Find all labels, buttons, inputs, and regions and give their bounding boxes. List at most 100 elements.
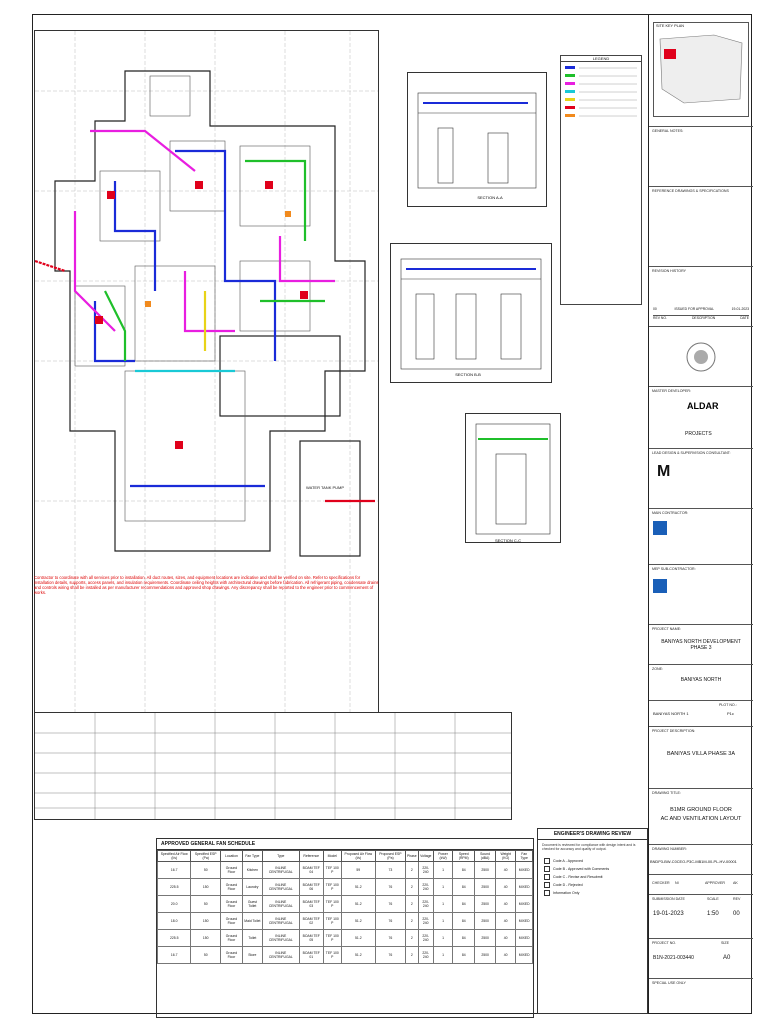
main-contractor-label: MAIN CONTRACTOR:	[652, 511, 689, 515]
legend-panel: LEGEND	[560, 55, 642, 305]
table-cell: 76	[374, 878, 406, 896]
table-cell: 76	[374, 912, 406, 930]
table-cell: 220-240	[417, 912, 434, 930]
table-cell: 220-240	[417, 929, 434, 947]
table-cell: 2500	[474, 929, 497, 947]
table-cell: INLINE CENTRIFUGAL	[261, 878, 300, 896]
table-cell: MIXED	[515, 895, 533, 913]
table-cell: Maid Toilet	[241, 912, 263, 930]
table-cell: 51.2	[340, 929, 376, 947]
table-cell: 18.0	[156, 912, 192, 930]
review-code-option[interactable]: Information Only	[544, 890, 641, 897]
table-cell: Ground Floor	[220, 895, 243, 913]
checkbox-icon[interactable]	[544, 866, 550, 873]
table-cell: 84	[452, 861, 476, 879]
checkbox-icon[interactable]	[544, 858, 550, 865]
mep-contractor-logo-icon	[653, 579, 667, 593]
consultant-section: LEAD DESIGN & SUPERVISION CONSULTANT: M	[649, 448, 753, 508]
table-cell: 84	[452, 946, 476, 964]
main-contractor-section: MAIN CONTRACTOR:	[649, 508, 753, 564]
table-cell: TEF 100 P	[322, 861, 342, 879]
review-code-option[interactable]: Code B - Approved with Comments	[544, 866, 641, 873]
key-plan-map	[659, 34, 743, 104]
revision-desc: ISSUED FOR APPROVAL	[674, 307, 714, 311]
checkbox-icon[interactable]	[544, 890, 550, 897]
table-cell: 16.7	[156, 946, 192, 964]
table-cell: 40	[495, 861, 517, 879]
table-cell: 150	[190, 912, 222, 930]
table-cell: 40	[495, 946, 517, 964]
table-cell: 40	[495, 878, 517, 896]
fan-schedule-header-cell: Proposed Air Flow (l/s)	[340, 850, 376, 862]
table-cell: TEF 100 P	[322, 946, 342, 964]
review-code-option[interactable]: Code C - Revise and Resubmit	[544, 874, 641, 881]
drawing-title-line-1: B1MR GROUND FLOOR	[670, 807, 732, 813]
table-cell: 2	[404, 878, 419, 896]
table-cell: INLINE CENTRIFUGAL	[261, 912, 300, 930]
table-cell: 225.5	[156, 878, 192, 896]
table-cell: 2500	[474, 878, 497, 896]
mep-contractor-section: MEP SUB-CONTRACTOR:	[649, 564, 753, 624]
revision-no-header: REV NO.	[653, 316, 667, 320]
table-cell: 2	[404, 895, 419, 913]
table-cell: INLINE CENTRIFUGAL	[261, 895, 300, 913]
review-code-label: Code A - Approved	[553, 859, 583, 864]
review-code-option[interactable]: Code D - Rejected	[544, 882, 641, 889]
table-cell: BOAM TEF 06	[298, 878, 324, 896]
section-cc-box	[465, 413, 561, 543]
table-cell: 51.2	[340, 946, 376, 964]
submission-date-value: 19-01-2023	[653, 911, 684, 917]
checkbox-icon[interactable]	[544, 874, 550, 881]
section-aa-title: SECTION A-A	[477, 195, 503, 200]
table-cell: 40	[495, 895, 517, 913]
table-cell: 1	[432, 861, 454, 879]
red-notes: Contractor to coordinate with all servic…	[34, 575, 379, 657]
review-disclaimer: Document is reviewed for compliance with…	[538, 840, 647, 854]
approver-label: APPROVER	[705, 881, 725, 885]
table-cell: 76	[374, 946, 406, 964]
table-cell: 220-240	[417, 895, 434, 913]
section-cc-drawing	[475, 423, 551, 535]
fan-schedule-header-cell: Specified Air Flow (l/s)	[156, 850, 192, 862]
general-notes-label: GENERAL NOTES:	[652, 129, 684, 133]
table-cell: 220-240	[417, 878, 434, 896]
consultant-logo: M	[657, 463, 671, 480]
project-description-label: PROJECT DESCRIPTION:	[652, 729, 696, 733]
table-cell: INLINE CENTRIFUGAL	[261, 946, 300, 964]
table-cell: 51.2	[340, 895, 376, 913]
review-code-label: Code B - Approved with Comments	[553, 867, 610, 872]
table-cell: 1	[432, 895, 454, 913]
table-cell: 220-240	[417, 946, 434, 964]
table-cell: 2	[404, 861, 419, 879]
main-contractor-logo-icon	[653, 521, 667, 535]
legend-swatches	[565, 66, 637, 117]
equipment-schedule-grid	[35, 713, 511, 819]
special-use-label: SPECIAL USE ONLY	[652, 981, 686, 985]
table-cell: Ground Floor	[220, 861, 243, 879]
review-code-option[interactable]: Code A - Approved	[544, 858, 641, 865]
project-no-label: PROJECT NO.	[652, 941, 677, 945]
checkbox-icon[interactable]	[544, 882, 550, 889]
table-cell: 220-240	[417, 861, 434, 879]
reference-label: REFERENCE DRAWINGS & SPECIFICATIONS	[652, 189, 729, 193]
fan-schedule: APPROVED GENERAL FAN SCHEDULE Specified …	[156, 838, 534, 1018]
plot-section: PLOT NO.: BANIYAS NORTH 1 P1c	[649, 700, 753, 726]
table-cell: BOAM TEF 05	[298, 929, 324, 947]
project-description-section: PROJECT DESCRIPTION: BANIYAS VILLA PHASE…	[649, 726, 753, 788]
table-cell: 20.0	[156, 895, 192, 913]
table-cell: 1	[432, 878, 454, 896]
consultant-label: LEAD DESIGN & SUPERVISION CONSULTANT:	[652, 451, 731, 455]
table-cell: INLINE CENTRIFUGAL	[261, 861, 300, 879]
drawing-number-value: BNDP3-BW-C0CEO-P3C-MB1M-00-PL-HV-00001	[650, 859, 737, 864]
master-developer-section: MASTER DEVELOPER: ALDAR PROJECTS	[649, 386, 753, 448]
equipment-schedule	[34, 712, 512, 820]
table-cell: BOAM TEF 02	[298, 912, 324, 930]
engineer-review-box: ENGINEER'S DRAWING REVIEW Document is re…	[537, 828, 648, 1014]
zone-section: ZONE: BANIYAS NORTH	[649, 664, 753, 700]
table-cell: 59	[340, 861, 376, 879]
fan-schedule-header-cell: Type	[261, 850, 300, 862]
